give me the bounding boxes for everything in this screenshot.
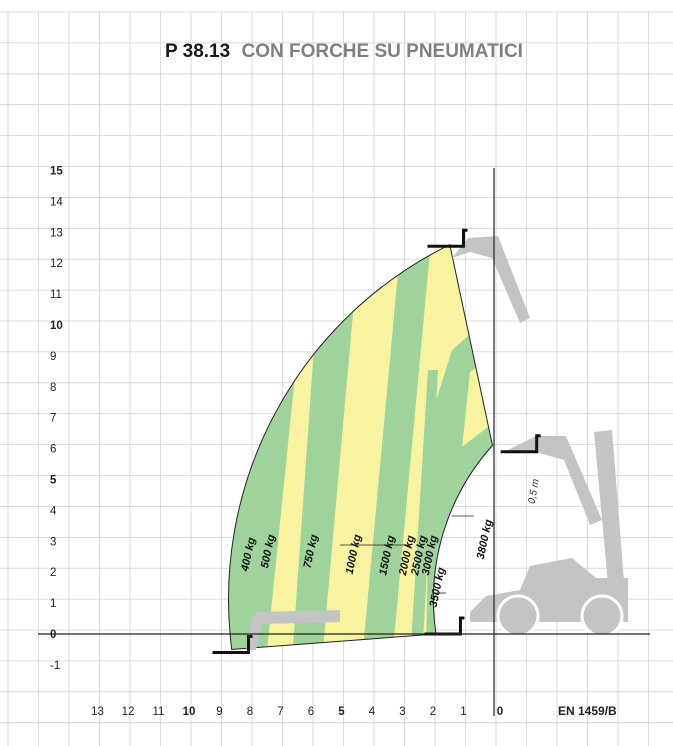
x-tick-label: 13 [91, 706, 104, 718]
y-tick-label: 5 [50, 475, 57, 487]
x-tick-label: 3 [399, 706, 405, 718]
y-tick-label: 4 [50, 505, 57, 517]
chart-title-subtitle: CON FORCHE SU PNEUMATICI [241, 41, 522, 62]
y-tick-label: 12 [50, 258, 63, 270]
y-tick-label: 13 [50, 227, 63, 239]
y-tick-label: 11 [50, 289, 62, 301]
x-tick-label: 12 [122, 706, 135, 718]
x-tick-label: 1 [460, 706, 466, 718]
fork-middle [500, 434, 541, 454]
y-tick-label: 0 [50, 629, 56, 641]
x-tick-label: 7 [277, 706, 283, 718]
y-tick-label: 8 [50, 382, 56, 394]
standard-label: EN 1459/B [558, 704, 617, 718]
load-zone-band [362, 244, 432, 650]
x-tick-label: 8 [247, 706, 253, 718]
boom-fully-raised [594, 430, 626, 606]
y-tick-label: 9 [50, 351, 56, 363]
x-tick-label: 9 [216, 706, 222, 718]
fork-top [427, 228, 468, 248]
fork-extended [212, 635, 253, 655]
x-tick-label: 0 [497, 706, 503, 718]
x-tick-label: 11 [153, 706, 165, 718]
zone-label: 3800 kg [475, 518, 495, 560]
x-tick-label: 4 [369, 706, 376, 718]
telehandler-silhouettes [212, 228, 628, 655]
y-tick-label: -1 [50, 660, 60, 672]
x-tick-label: 5 [338, 706, 345, 718]
chart-title: P 38.13 CON FORCHE SU PNEUMATICI [165, 41, 523, 62]
y-tick-label: 2 [50, 567, 56, 579]
y-tick-label: 14 [50, 196, 63, 208]
chart-title-code: P 38.13 [165, 41, 230, 62]
load-zone-band [292, 280, 356, 650]
chart-axes [38, 168, 650, 716]
y-tick-label: 15 [50, 166, 63, 178]
envelope-outline [228, 243, 494, 650]
y-tick-label: 6 [50, 444, 56, 456]
y-tick-label: 7 [50, 413, 56, 425]
x-tick-label: 10 [183, 706, 196, 718]
x-tick-label: 2 [430, 706, 436, 718]
x-tick-label: 6 [308, 706, 314, 718]
front-wheel [496, 594, 540, 638]
y-tick-label: 1 [50, 598, 56, 610]
reach-annotation: 0,5 m [527, 478, 542, 505]
y-tick-label: 3 [50, 536, 56, 548]
y-tick-label: 10 [50, 320, 63, 332]
boom-middle [504, 436, 602, 525]
boom-top [452, 236, 530, 323]
rear-wheel [580, 594, 624, 638]
load-envelope [228, 243, 494, 650]
boom-extended [246, 610, 340, 650]
